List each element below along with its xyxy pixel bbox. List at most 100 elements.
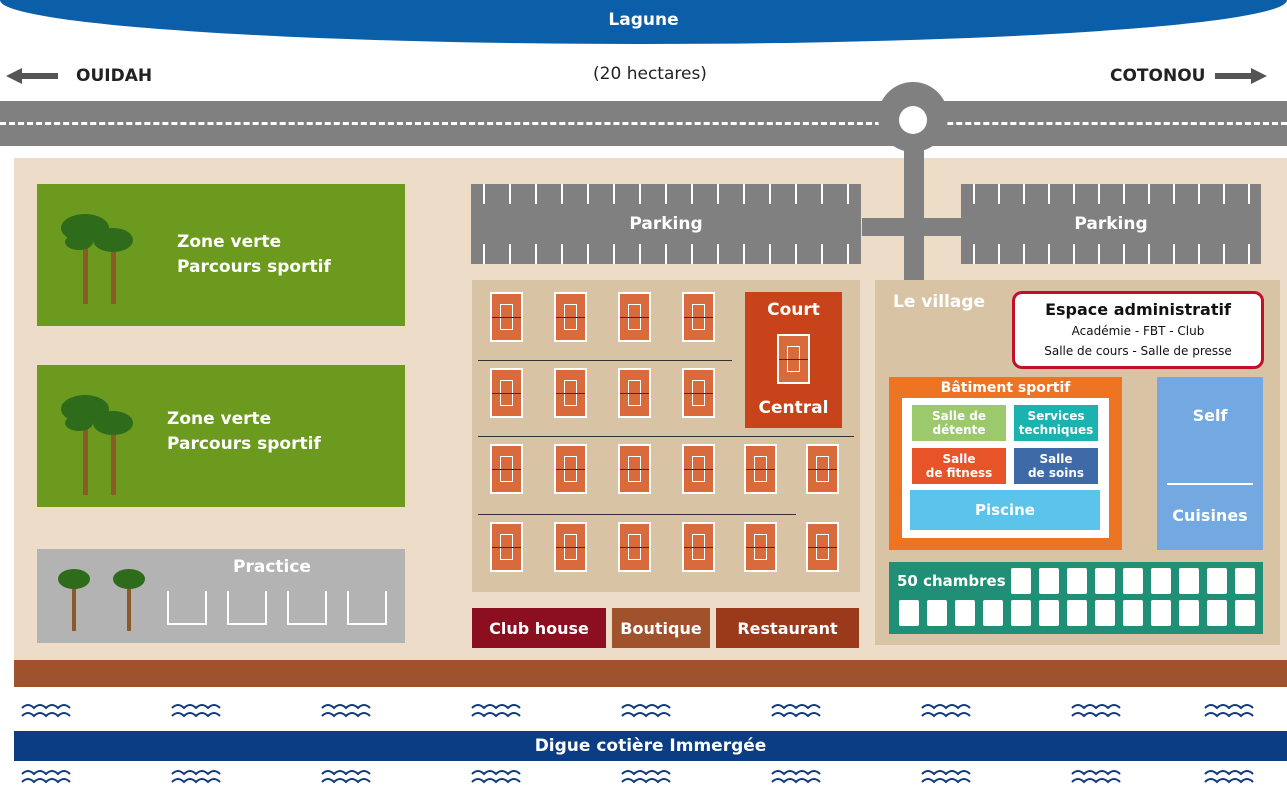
village-title: Le village	[893, 292, 986, 312]
self-divider	[1167, 483, 1253, 485]
waves-row-top	[0, 700, 1287, 722]
relax-room-line1: Salle de	[931, 409, 986, 423]
parking-link-road	[862, 218, 962, 236]
relax-room-line2: détente	[932, 423, 986, 437]
road-dashes	[0, 122, 1287, 125]
room-bed	[1179, 600, 1199, 626]
palm-tree-icon	[58, 569, 145, 631]
area-label: (20 hectares)	[593, 64, 707, 84]
palm-tree-icon	[61, 395, 133, 495]
tennis-court	[806, 522, 839, 572]
arrow-left-icon	[6, 68, 58, 84]
room-bed	[927, 600, 947, 626]
room-bed	[1179, 568, 1199, 594]
fitness-room: Salle de fitness	[912, 448, 1006, 484]
kitchens-label: Cuisines	[1172, 505, 1248, 525]
room-bed	[1067, 600, 1087, 626]
tennis-court	[618, 522, 651, 572]
care-room-line1: Salle	[1039, 452, 1073, 466]
tennis-court	[682, 292, 715, 342]
room-bed	[1067, 568, 1087, 594]
tennis-court	[554, 368, 587, 418]
lagoon: Lagune	[0, 0, 1287, 44]
green-zone-2-line2: Parcours sportif	[167, 434, 321, 454]
technical-services-line2: techniques	[1018, 423, 1094, 437]
room-beds-top	[1011, 568, 1255, 594]
room-bed	[1095, 568, 1115, 594]
fitness-room-line1: Salle	[942, 452, 976, 466]
room-bed	[1207, 600, 1227, 626]
tennis-court	[682, 522, 715, 572]
room-bed	[1039, 568, 1059, 594]
green-zone-1: Zone verte Parcours sportif	[37, 184, 405, 326]
room-bed	[899, 600, 919, 626]
parking-right-label: Parking	[1074, 214, 1148, 234]
sport-building-inner: Salle de détente Services techniques Sal…	[902, 398, 1109, 538]
rooms-label: 50 chambres	[897, 572, 1006, 590]
court-central-line2: Central	[758, 398, 829, 418]
tennis-court	[490, 368, 523, 418]
fitness-room-line2: de fitness	[925, 466, 993, 480]
tennis-court	[806, 444, 839, 494]
room-bed	[1011, 568, 1031, 594]
tennis-court	[618, 292, 651, 342]
room-bed	[1151, 568, 1171, 594]
admin-line1: Académie - FBT - Club	[1071, 324, 1205, 338]
club-house: Club house	[472, 608, 606, 648]
tennis-courts-zone	[472, 280, 860, 592]
tennis-court	[777, 334, 810, 384]
green-zone-2: Zone verte Parcours sportif	[37, 365, 405, 507]
court-divider	[478, 360, 732, 361]
practice-tee	[167, 591, 207, 625]
court-divider	[478, 514, 796, 515]
tennis-court	[682, 368, 715, 418]
access-road	[904, 140, 924, 280]
city-right-label: COTONOU	[1110, 66, 1206, 86]
room-bed	[1235, 600, 1255, 626]
parking-stalls-top	[471, 184, 861, 204]
parking-left-label: Parking	[629, 214, 703, 234]
technical-services: Services techniques	[1014, 405, 1098, 441]
parking-stalls-top	[961, 184, 1261, 204]
room-bed	[1095, 600, 1115, 626]
rooms-block: 50 chambres	[889, 562, 1263, 634]
direction-left: OUIDAH	[6, 62, 152, 90]
green-zone-2-label: Zone verte Parcours sportif	[167, 407, 321, 457]
self-label: Self	[1192, 405, 1228, 425]
tennis-court	[490, 444, 523, 494]
tennis-court	[618, 444, 651, 494]
tennis-court	[554, 292, 587, 342]
room-bed	[1123, 568, 1143, 594]
practice-area: Practice	[37, 549, 405, 643]
room-bed	[1151, 600, 1171, 626]
waves-row-bottom	[0, 766, 1287, 788]
sport-building-title: Bâtiment sportif	[940, 380, 1071, 396]
admin-title: Espace administratif	[1045, 300, 1231, 319]
arrow-right-icon	[1215, 68, 1268, 84]
practice-tee	[287, 591, 327, 625]
tennis-court	[554, 522, 587, 572]
parking-left: Parking	[471, 184, 861, 264]
restaurant: Restaurant	[716, 608, 859, 648]
palm-tree-icon	[61, 214, 133, 304]
boutique: Boutique	[612, 608, 710, 648]
tennis-court	[490, 522, 523, 572]
wave-icon	[21, 704, 1254, 718]
room-bed	[1011, 600, 1031, 626]
tennis-court	[490, 292, 523, 342]
parking-stalls-bottom	[961, 244, 1261, 264]
room-bed	[955, 600, 975, 626]
room-bed	[1207, 568, 1227, 594]
wave-icon	[21, 770, 1254, 784]
practice-label: Practice	[233, 557, 311, 577]
seawall: Digue cotière Immergée	[14, 731, 1287, 761]
room-bed	[1235, 568, 1255, 594]
parking-right: Parking	[961, 184, 1261, 264]
court-central-line1: Court	[767, 300, 820, 320]
roundabout-center	[899, 106, 927, 134]
tennis-court	[744, 444, 777, 494]
city-left-label: OUIDAH	[76, 66, 153, 86]
direction-right: COTONOU	[1110, 62, 1268, 90]
tennis-court	[618, 368, 651, 418]
technical-services-line1: Services	[1027, 409, 1085, 423]
